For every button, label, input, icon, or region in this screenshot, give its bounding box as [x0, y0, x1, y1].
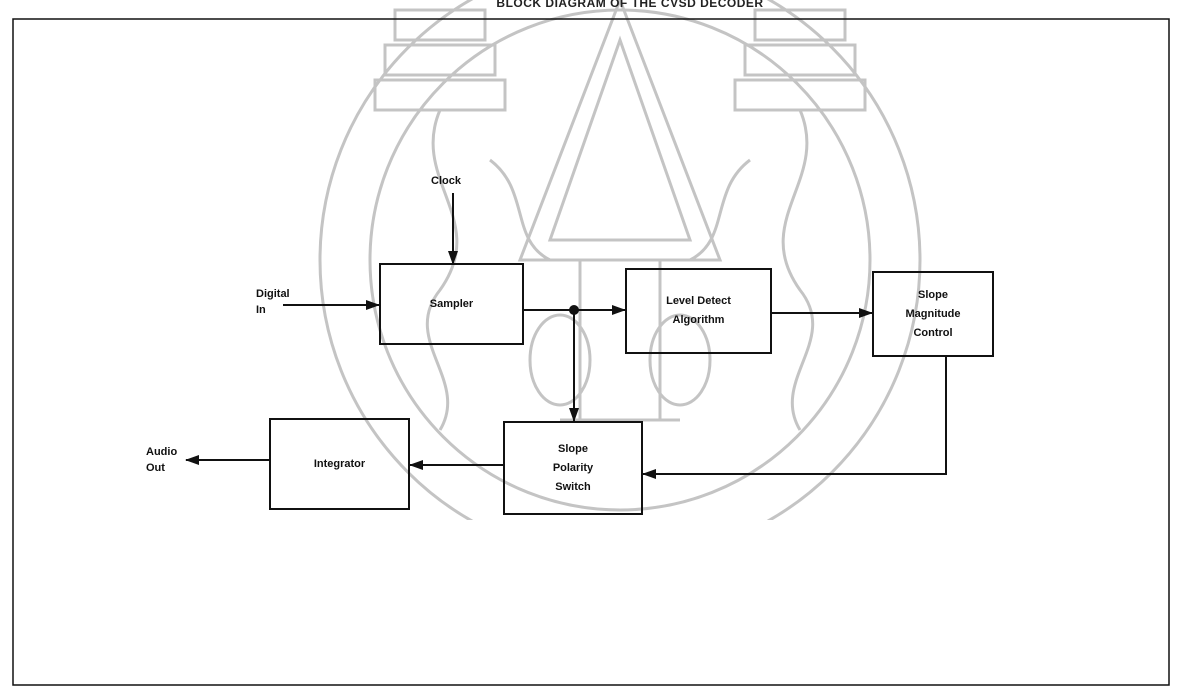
audio-out-label: Audio Out — [146, 446, 178, 474]
wire-magnitude-to-polarity — [642, 357, 947, 479]
university-seal-watermark — [318, 0, 922, 520]
slope-polarity-block: Slope Polarity Switch — [503, 421, 643, 515]
digital-in-label: Digital In — [256, 288, 290, 316]
diagram-title: BLOCK DIAGRAM OF THE CVSD DECODER — [496, 0, 764, 10]
clock-label: Clock — [431, 175, 461, 187]
sampler-block: Sampler — [379, 263, 524, 345]
integrator-block: Integrator — [269, 418, 410, 510]
slope-magnitude-block: Slope Magnitude Control — [872, 271, 994, 357]
level-detect-block: Level Detect Algorithm — [625, 268, 772, 354]
junction-dot — [569, 305, 579, 315]
diagram-frame — [12, 18, 1170, 686]
